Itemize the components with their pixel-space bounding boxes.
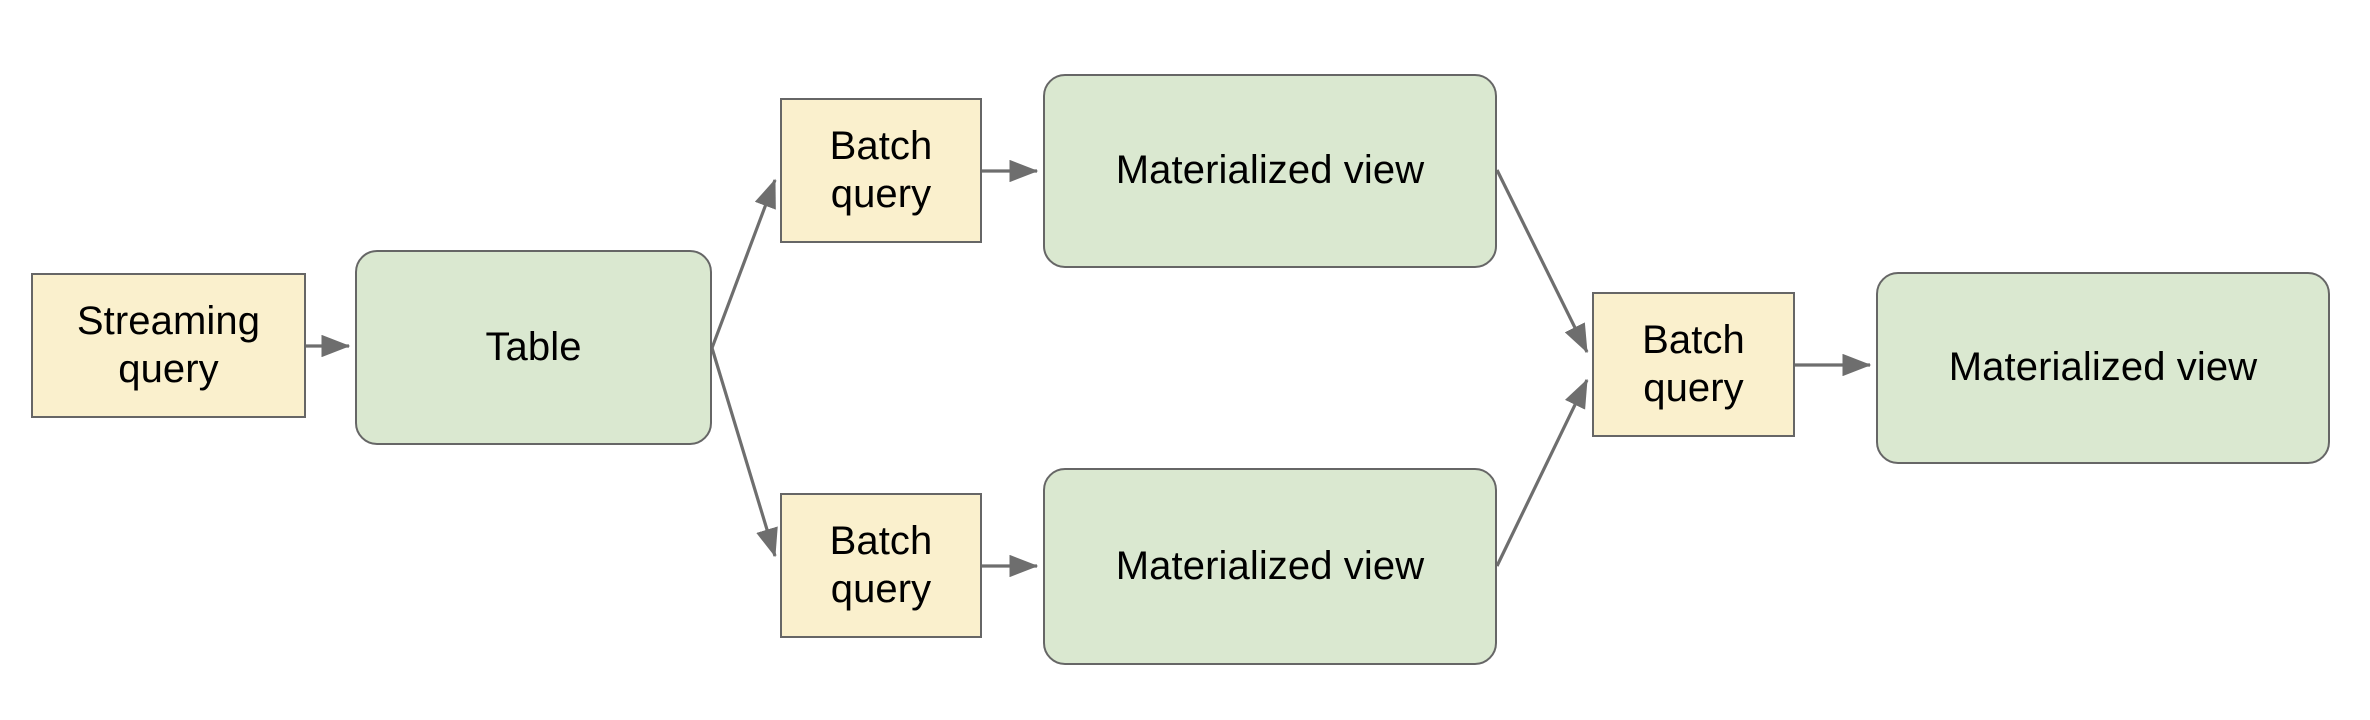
node-batch-query-top[interactable]: Batch query bbox=[780, 98, 982, 243]
edge-materialized-view-bottom-to-batch-query-merge bbox=[1495, 378, 1589, 567]
node-materialized-view-final[interactable]: Materialized view bbox=[1876, 272, 2330, 464]
node-batch-query-top-label: Batch query bbox=[829, 124, 933, 216]
node-batch-query-merge[interactable]: Batch query bbox=[1592, 292, 1795, 437]
node-materialized-view-top[interactable]: Materialized view bbox=[1043, 74, 1497, 268]
node-materialized-view-bottom[interactable]: Materialized view bbox=[1043, 468, 1497, 665]
node-table[interactable]: Table bbox=[355, 250, 712, 445]
node-materialized-view-top-label: Materialized view bbox=[1115, 148, 1425, 193]
edge-table-to-batch-query-top bbox=[710, 178, 777, 349]
node-streaming-query[interactable]: Streaming query bbox=[31, 273, 306, 418]
node-streaming-query-label: Streaming query bbox=[76, 299, 261, 391]
edge-table-to-batch-query-bottom bbox=[710, 347, 778, 558]
node-batch-query-bottom-label: Batch query bbox=[829, 519, 933, 611]
node-batch-query-merge-label: Batch query bbox=[1642, 318, 1745, 410]
node-table-label: Table bbox=[485, 324, 582, 369]
node-materialized-view-final-label: Materialized view bbox=[1948, 345, 2258, 390]
node-materialized-view-bottom-label: Materialized view bbox=[1115, 543, 1425, 588]
node-batch-query-bottom[interactable]: Batch query bbox=[780, 493, 982, 638]
edge-materialized-view-top-to-batch-query-merge bbox=[1495, 169, 1589, 354]
